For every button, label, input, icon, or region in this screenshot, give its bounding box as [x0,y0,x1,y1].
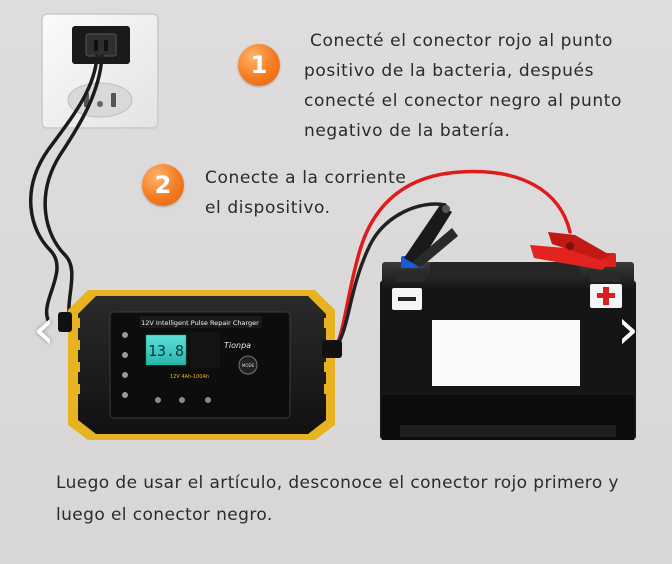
previous-image-button[interactable]: ‹ [24,300,64,360]
footer-text: Luego de usar el artículo, desconoce el … [56,473,619,525]
chevron-right-icon: › [616,297,640,362]
charger-mode-label: MODE [242,363,255,368]
black-clamp [401,205,458,268]
charger-brand: Tionpa [224,341,251,350]
battery-charger [58,290,342,440]
car-battery [380,262,636,440]
step-1-badge: 1 [238,44,280,86]
chevron-left-icon: ‹ [32,297,56,362]
charger-rating: 12V 4Ah-100Ah [170,374,209,380]
step-2-badge: 2 [142,164,184,206]
charger-header: 12V Intelligent Pulse Repair Charger [141,319,259,327]
charger-display: 13.8 [148,342,184,360]
next-image-button[interactable]: › [608,300,648,360]
step-1-number: 1 [250,51,268,79]
red-clamp [530,232,616,270]
step-2-number: 2 [154,171,172,199]
step-2-text: Conecte a la corriente el dispositivo. [205,168,407,218]
power-cable [28,54,104,322]
step-1-text: Conecté el conector rojo al punto positi… [304,31,623,141]
